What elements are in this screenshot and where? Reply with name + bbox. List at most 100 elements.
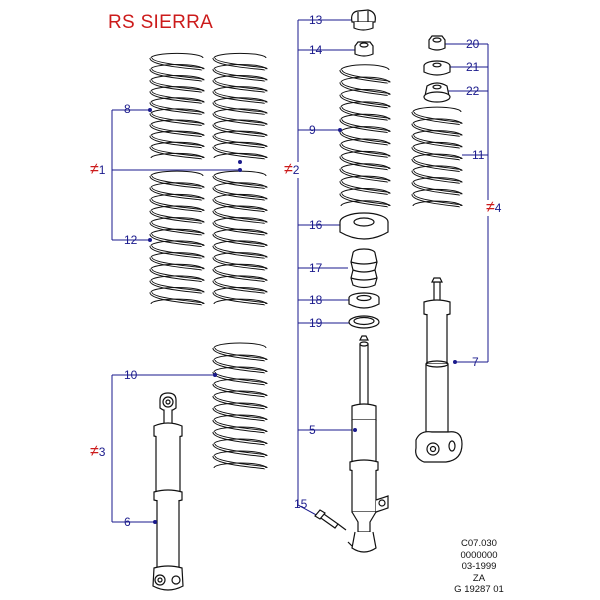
coil-front <box>149 123 205 138</box>
coil-front <box>212 370 268 386</box>
coil-back <box>213 342 267 349</box>
callout-5: 5 <box>309 423 316 437</box>
coil-back <box>213 52 267 59</box>
part-5-front-strut <box>347 335 389 553</box>
coil-back <box>150 52 204 59</box>
coil-back <box>340 113 390 120</box>
callout-15: 15 <box>294 497 308 511</box>
coil-front <box>212 134 268 149</box>
coil-back <box>213 193 267 200</box>
coil-back <box>150 75 204 81</box>
callout-18: 18 <box>309 293 323 307</box>
coil-back <box>213 86 267 92</box>
group-3-mark: ≠ <box>90 443 99 460</box>
coil-back <box>150 252 204 258</box>
coil-front <box>212 290 268 306</box>
coil-front <box>411 133 463 149</box>
coil-back <box>412 165 462 171</box>
coil-back <box>213 63 267 70</box>
group-2-mark: ≠ <box>284 161 293 178</box>
coil-highlight <box>213 291 267 305</box>
coil-highlight <box>213 135 267 148</box>
coil-highlight <box>150 90 204 104</box>
svg-text:≠2: ≠2 <box>284 161 300 178</box>
coil-front <box>212 442 268 458</box>
spring-12-left <box>149 170 205 306</box>
coil-highlight <box>340 106 390 121</box>
coil-back <box>213 141 267 148</box>
coil-back <box>412 130 462 136</box>
coil-front <box>212 100 268 116</box>
info-line-5: G 19287 01 <box>454 584 504 596</box>
coil-front <box>212 454 268 470</box>
coil-front <box>149 244 205 260</box>
coil-front <box>212 67 268 82</box>
coil-back <box>150 182 204 188</box>
coil-back <box>213 130 267 136</box>
coil-highlight <box>150 198 204 212</box>
coil-front <box>411 169 463 185</box>
coil-highlight <box>150 233 204 247</box>
coil-back <box>412 188 462 195</box>
group-4-mark: ≠ <box>486 199 495 216</box>
coil-front <box>212 267 268 283</box>
coil-front <box>149 134 205 149</box>
coil-highlight <box>412 181 462 195</box>
coil-back <box>150 108 204 114</box>
coil-highlight <box>213 221 267 235</box>
callout-labels: 13 14 9 16 17 18 19 5 15 8 12 10 6 20 21… <box>124 13 485 529</box>
coil-back <box>150 298 204 305</box>
coil-front <box>339 69 391 84</box>
coil-front <box>339 180 391 196</box>
coil-highlight <box>213 198 267 212</box>
coil-highlight <box>213 256 267 270</box>
coil-front <box>212 394 268 410</box>
callout-8: 8 <box>124 102 131 116</box>
coil-front <box>411 192 463 208</box>
coil-highlight <box>213 233 267 247</box>
spring-8-right <box>212 52 268 160</box>
coil-front <box>212 406 268 422</box>
coil-front <box>212 220 268 236</box>
part-18-bearing <box>348 292 380 309</box>
coil-back <box>412 106 462 113</box>
coil-back <box>213 240 267 246</box>
coil-highlight <box>213 90 267 104</box>
info-line-3: 03-1999 <box>461 561 497 573</box>
coil-back <box>213 275 267 281</box>
leader-dots <box>148 108 457 524</box>
coil-highlight <box>340 69 390 83</box>
coil-front <box>212 209 268 225</box>
coil-back <box>213 119 267 125</box>
coil-highlight <box>150 280 204 293</box>
coil-front <box>339 167 391 183</box>
coil-highlight <box>150 112 204 126</box>
coil-front <box>411 180 463 196</box>
coil-back <box>213 263 267 270</box>
coil-back <box>213 402 267 409</box>
callout-6: 6 <box>124 515 131 529</box>
part-6-rear-shock <box>152 392 184 591</box>
coil-highlight <box>340 143 390 158</box>
coil-front <box>212 346 268 362</box>
coil-highlight <box>340 156 390 170</box>
coil-front <box>212 382 268 398</box>
coil-back <box>150 130 204 136</box>
coil-back <box>340 126 390 132</box>
coil-highlight <box>340 180 390 195</box>
part-14-nut <box>354 41 374 57</box>
coil-highlight <box>213 407 267 421</box>
coil-back <box>150 240 204 246</box>
coil-back <box>150 152 204 159</box>
coil-front <box>212 244 268 260</box>
coil-front <box>149 267 205 283</box>
callout-12: 12 <box>124 233 138 247</box>
coil-highlight <box>150 101 204 115</box>
callout-13: 13 <box>309 13 323 27</box>
coil-highlight <box>340 193 390 207</box>
coil-back <box>213 366 267 373</box>
coil-highlight <box>213 210 267 224</box>
coil-back <box>340 138 390 145</box>
coil-highlight <box>213 146 267 159</box>
coil-back <box>340 64 390 71</box>
